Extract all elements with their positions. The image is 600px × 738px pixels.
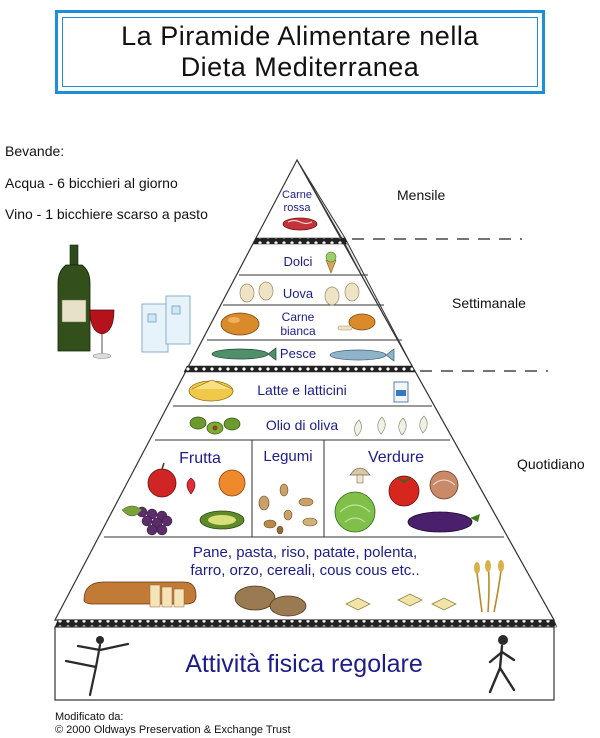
olives-icon bbox=[189, 416, 241, 435]
garlic-icon bbox=[354, 415, 428, 437]
title-box: La Piramide Alimentare nella Dieta Medit… bbox=[55, 10, 545, 94]
label-dairy: Latte e latticini bbox=[257, 382, 347, 398]
label-grains-line2: farro, orzo, cereali, cous cous etc.. bbox=[190, 562, 419, 579]
label-fruit: Frutta bbox=[179, 450, 221, 467]
frequency-daily: Quotidiano bbox=[517, 456, 585, 472]
title-line-1: La Piramide Alimentare nella bbox=[121, 21, 479, 51]
fish-left-icon bbox=[211, 347, 277, 361]
water-glasses-icon bbox=[141, 295, 191, 353]
wine-glass-icon bbox=[89, 309, 115, 359]
credit-modified-by: Modificato da: bbox=[55, 711, 124, 723]
potatoes-icon bbox=[234, 585, 307, 617]
tier-lines bbox=[104, 274, 504, 538]
roast-chicken-icon bbox=[220, 312, 260, 336]
apple-icon bbox=[147, 462, 177, 498]
label-red-meat-line2: rossa bbox=[284, 202, 312, 214]
label-vegetables: Verdure bbox=[368, 449, 424, 466]
milk-carton-icon bbox=[393, 381, 409, 403]
chain-divider-weekly bbox=[183, 365, 416, 373]
chicken-leg-icon bbox=[337, 313, 376, 331]
mushroom-icon bbox=[349, 467, 371, 484]
cheese-icon bbox=[188, 379, 234, 402]
frequency-monthly: Mensile bbox=[397, 187, 446, 203]
label-poultry-line2: bianca bbox=[280, 324, 316, 338]
ice-cream-icon bbox=[325, 251, 337, 274]
legumes-icon bbox=[258, 483, 318, 535]
runner-figure-icon bbox=[488, 635, 516, 694]
label-red-meat-line1: Carne bbox=[282, 189, 312, 201]
onion-icon bbox=[429, 470, 459, 500]
dancer-figure-icon bbox=[64, 636, 130, 697]
activity-box bbox=[54, 626, 555, 701]
label-olive-oil: Olio di oliva bbox=[266, 417, 339, 433]
wine-bottle-icon bbox=[57, 244, 91, 352]
title-box-inner: La Piramide Alimentare nella Dieta Medit… bbox=[62, 17, 538, 87]
credit-copyright: © 2000 Oldways Preservation & Exchange T… bbox=[55, 724, 291, 736]
frequency-weekly: Settimanale bbox=[452, 295, 526, 311]
label-activity: Attività fisica regolare bbox=[185, 650, 423, 678]
eggplant-icon bbox=[407, 511, 480, 533]
fish-right-icon bbox=[329, 348, 395, 362]
eggs-right-icon bbox=[324, 282, 360, 306]
label-eggs: Uova bbox=[283, 286, 314, 301]
tomato-icon bbox=[388, 475, 420, 507]
chain-divider-monthly bbox=[252, 237, 349, 245]
avocado-icon bbox=[199, 510, 245, 530]
cabbage-icon bbox=[334, 491, 376, 533]
title-line-2: Dieta Mediterranea bbox=[180, 52, 420, 82]
label-poultry-line1: Carne bbox=[282, 310, 315, 324]
label-fish: Pesce bbox=[280, 346, 316, 361]
beverages-heading: Bevande: bbox=[5, 143, 65, 159]
beverage-wine: Vino - 1 bicchiere scarso a pasto bbox=[5, 206, 208, 222]
steak-icon bbox=[282, 217, 318, 231]
eggs-left-icon bbox=[239, 281, 274, 303]
grapes-icon bbox=[121, 505, 173, 536]
label-grains-line1: Pane, pasta, riso, patate, polenta, bbox=[193, 544, 417, 561]
label-sweets: Dolci bbox=[284, 254, 313, 269]
wheat-icon bbox=[474, 560, 504, 613]
chain-divider-activity bbox=[54, 619, 558, 628]
strawberry-icon bbox=[186, 477, 196, 495]
pasta-icon bbox=[345, 593, 457, 611]
label-legumes: Legumi bbox=[263, 448, 312, 465]
bread-icon bbox=[83, 581, 197, 608]
apricot-icon bbox=[218, 469, 246, 497]
beverage-water: Acqua - 6 bicchieri al giorno bbox=[5, 175, 178, 191]
